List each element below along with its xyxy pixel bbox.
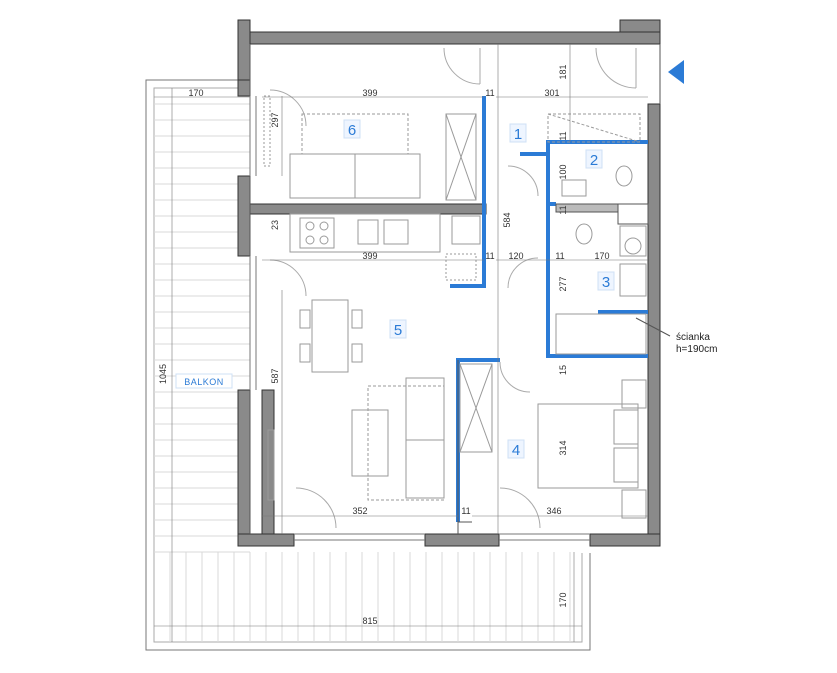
room-label-6: 6: [348, 122, 356, 139]
dim-11-a: 11: [485, 88, 494, 98]
dim-100: 100: [558, 164, 568, 179]
dimension-labels: 170 399 11 301 181 297 11 100 11 584 23 …: [158, 64, 610, 626]
door-swings: [269, 47, 637, 529]
balcony: [145, 79, 591, 651]
balcony-label: BALKON: [184, 377, 224, 387]
dim-277: 277: [558, 276, 568, 291]
room-label-1: 1: [514, 126, 522, 143]
room-label-4: 4: [512, 442, 520, 459]
dim-15: 15: [558, 365, 568, 375]
room-labels: 6 1 2 3 5 4: [343, 119, 615, 459]
dim-815: 815: [362, 616, 377, 626]
dim-170-right: 170: [558, 592, 568, 607]
dim-297: 297: [270, 112, 280, 127]
dim-120: 120: [508, 251, 523, 261]
dim-301: 301: [544, 88, 559, 98]
partition-note-line1: ścianka: [676, 332, 710, 343]
dim-170-bath: 170: [594, 251, 609, 261]
room-label-3: 3: [602, 274, 610, 291]
dim-170-top: 170: [188, 88, 203, 98]
dim-399-mid: 399: [362, 251, 377, 261]
walls: [237, 19, 661, 547]
room-label-5: 5: [394, 322, 402, 339]
dim-399-top: 399: [362, 88, 377, 98]
dim-1045: 1045: [158, 364, 168, 384]
dim-11-e: 11: [555, 251, 564, 261]
dim-352: 352: [352, 506, 367, 516]
accent-walls: [450, 96, 648, 522]
dim-181: 181: [558, 64, 568, 79]
dim-23: 23: [270, 220, 280, 230]
furniture: [249, 95, 647, 541]
dimension-lines: [154, 44, 648, 642]
dim-584: 584: [502, 212, 512, 227]
dim-11-b: 11: [558, 131, 568, 140]
dim-11-f: 11: [461, 506, 470, 516]
dim-346: 346: [546, 506, 561, 516]
dim-11-c: 11: [558, 205, 568, 214]
dim-587: 587: [270, 368, 280, 383]
entrance-arrow-icon: [668, 60, 684, 84]
dim-11-d: 11: [485, 251, 494, 261]
dim-314: 314: [558, 440, 568, 455]
note-leader: [635, 317, 671, 337]
room-label-2: 2: [590, 152, 598, 169]
partition-note-line2: h=190cm: [676, 344, 717, 355]
